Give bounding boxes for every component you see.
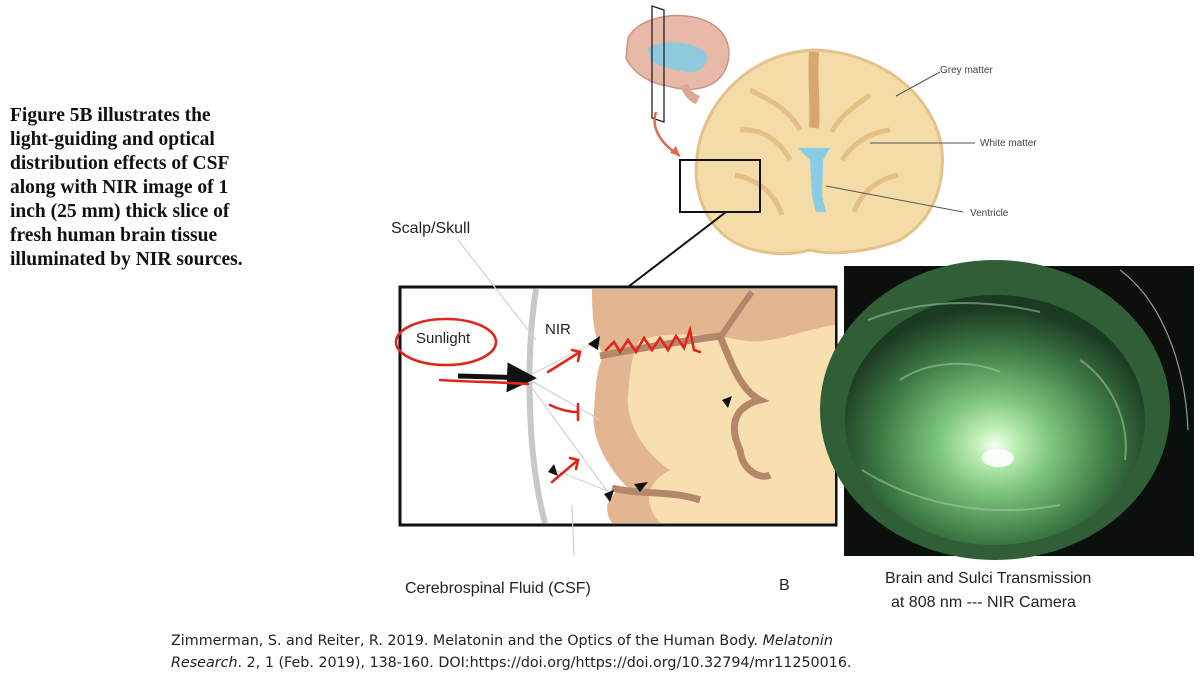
photo-caption-line1: Brain and Sulci Transmission (885, 570, 1092, 587)
photo-caption-line2: at 808 nm --- NIR Camera (891, 594, 1076, 611)
red-annotations (394, 317, 702, 484)
caption-line: light-guiding and optical (10, 129, 215, 150)
brain-side-view-icon (625, 5, 730, 123)
pointer-arrowhead (670, 146, 680, 156)
citation-authors: Zimmerman, S. and Reiter, R. 2019. Melat… (171, 633, 759, 649)
grey-matter-label: Grey matter (940, 65, 993, 76)
white-matter-label: White matter (980, 138, 1037, 149)
zoom-connector-line (627, 211, 727, 288)
citation-journal-1: Melatonin (762, 633, 833, 649)
nir-camera-photo (820, 260, 1194, 560)
nir-label: NIR (545, 321, 571, 338)
light-rays (457, 239, 611, 557)
ray-arrowheads (548, 336, 732, 502)
sunlight-arrow (457, 362, 537, 393)
caption-line: Figure 5B illustrates the (10, 105, 211, 126)
ventricle-label: Ventricle (970, 208, 1009, 219)
ventricle-leader (825, 185, 964, 213)
caption-line: along with NIR image of 1 (10, 177, 229, 198)
scalp-skull-label: Scalp/Skull (391, 220, 471, 237)
citation-line-2: Research. 2, 1 (Feb. 2019), 138-160. DOI… (171, 652, 851, 674)
caption-line: inch (25 mm) thick slice of (10, 201, 230, 222)
figure-caption: Figure 5B illustrates the light-guiding … (10, 104, 310, 272)
citation: Zimmerman, S. and Reiter, R. 2019. Melat… (171, 630, 851, 674)
coronal-brain-section (694, 48, 944, 256)
panel-letter-b: B (779, 577, 790, 594)
cortex-closeup (592, 289, 835, 523)
skull-curve (526, 288, 548, 524)
citation-line-1: Zimmerman, S. and Reiter, R. 2019. Melat… (171, 630, 851, 652)
caption-line: distribution effects of CSF (10, 153, 230, 174)
zoom-region-box (679, 159, 761, 213)
grey-matter-leader (895, 71, 941, 97)
caption-line: illuminated by NIR sources. (10, 249, 243, 270)
csf-label: Cerebrospinal Fluid (CSF) (405, 580, 591, 597)
citation-journal-2: Research (171, 655, 238, 671)
sunlight-label: Sunlight (416, 330, 471, 347)
caption-line: fresh human brain tissue (10, 225, 218, 246)
citation-details: . 2, 1 (Feb. 2019), 138-160. DOI:https:/… (237, 655, 852, 671)
